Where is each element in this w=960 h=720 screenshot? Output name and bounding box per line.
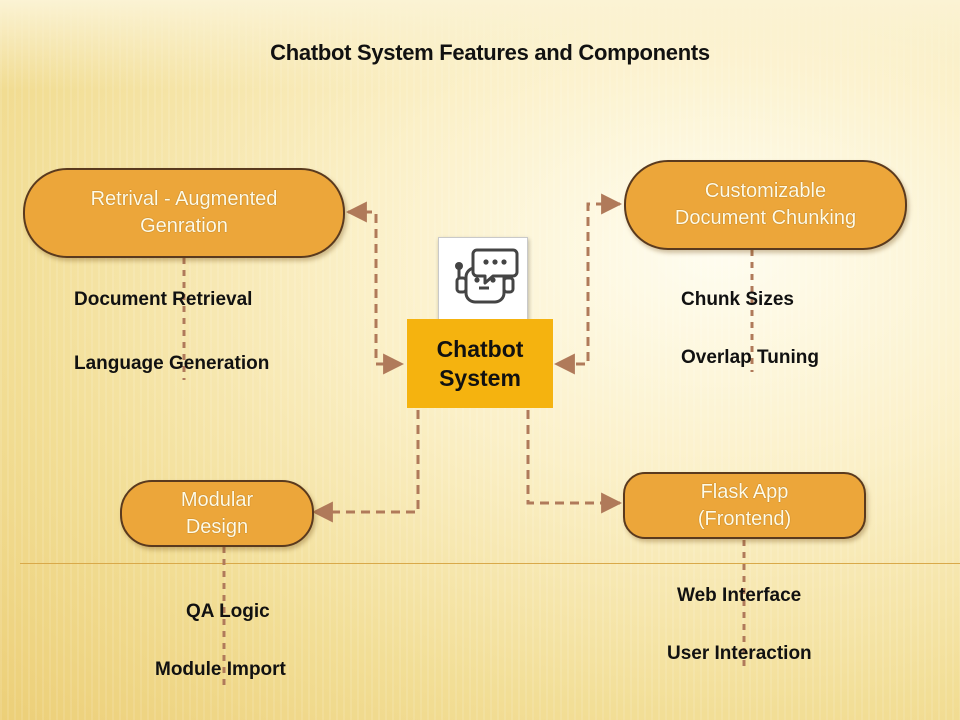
- diagram-title: Chatbot System Features and Components: [270, 40, 710, 65]
- background-highlight: [0, 0, 960, 90]
- chatbot-system-node: Chatbot System: [407, 319, 553, 408]
- connector-chunk: [553, 193, 623, 375]
- rag-node: Retrival - Augmented Genration: [23, 168, 345, 258]
- chunk-item-overlap-tuning: Overlap Tuning: [681, 347, 819, 368]
- rag-item-language-generation: Language Generation: [74, 353, 270, 374]
- connector-rag: [345, 201, 405, 375]
- divider-line: [20, 563, 960, 564]
- flask-item-user-interaction: User Interaction: [667, 643, 812, 664]
- chunk-item-chunk-sizes: Chunk Sizes: [681, 289, 794, 310]
- flask-item-web-interface: Web Interface: [677, 585, 802, 606]
- modular-item-module-import: Module Import: [155, 659, 286, 680]
- modular-design-node: Modular Design: [120, 480, 314, 547]
- rag-item-document-retrieval: Document Retrieval: [74, 289, 253, 310]
- chunking-node: Customizable Document Chunking: [624, 160, 907, 250]
- chatbot-robot-icon: [438, 237, 528, 328]
- flask-app-node: Flask App (Frontend): [623, 472, 866, 539]
- connector-modular: [311, 410, 420, 523]
- connector-flask: [526, 410, 623, 514]
- modular-item-qa-logic: QA Logic: [186, 601, 270, 622]
